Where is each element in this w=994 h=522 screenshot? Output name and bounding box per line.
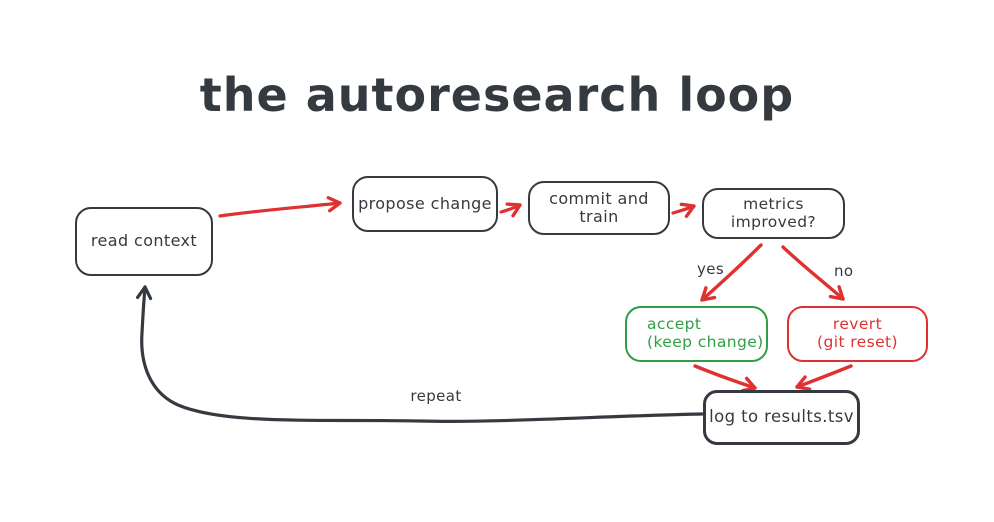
arrow-accept-to-log (693, 364, 757, 393)
node-commit-and-train-label: commit and train (549, 188, 649, 226)
arrow-metrics-yes-to-accept (700, 243, 763, 302)
edge-label-repeat: repeat (410, 387, 462, 405)
node-metrics-improved: metrics improved? (702, 188, 845, 239)
node-read-context: read context (75, 207, 213, 276)
arrow-log-repeat-to-read (136, 285, 704, 423)
node-accept-line1: accept (647, 315, 702, 334)
arrow-propose-to-commit (499, 202, 522, 218)
arrow-metrics-no-to-revert (781, 245, 845, 301)
node-commit-and-train: commit and train (528, 181, 670, 235)
node-propose-change-label: propose change (358, 193, 492, 213)
node-log-results: log to results.tsv (703, 390, 860, 445)
node-propose-change: propose change (352, 176, 498, 232)
diagram-title: the autoresearch loop (199, 68, 795, 122)
node-log-results-label: log to results.tsv (709, 407, 854, 427)
node-revert-line1: revert (832, 315, 883, 334)
edge-label-yes: yes (697, 260, 725, 278)
edge-label-no: no (834, 262, 854, 280)
node-metrics-improved-label: metrics improved? (730, 194, 817, 231)
node-accept: accept (keep change) (625, 306, 768, 362)
arrow-revert-to-log (795, 364, 853, 391)
arrow-commit-to-metrics (671, 202, 696, 219)
node-revert: revert (git reset) (787, 306, 928, 362)
node-revert-line2: (git reset) (817, 333, 898, 351)
node-read-context-label: read context (90, 231, 198, 251)
node-accept-line2: (keep change) (647, 333, 764, 351)
arrow-read-to-propose (218, 196, 342, 218)
